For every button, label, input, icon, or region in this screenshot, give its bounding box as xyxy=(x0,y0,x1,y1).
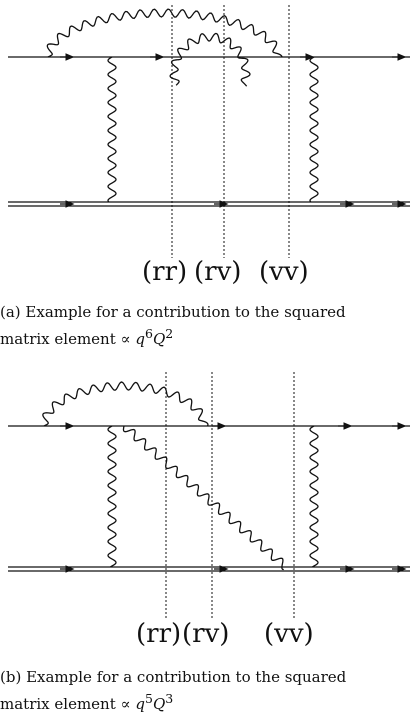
caption-b: (b) Example for a contribution to the sq… xyxy=(0,667,418,715)
caption-a-q: q xyxy=(135,330,146,348)
caption-b-line2: matrix element ∝ q5Q3 xyxy=(0,688,418,715)
caption-a-Q-exp: 2 xyxy=(165,326,174,341)
exchange-photon-a-1 xyxy=(107,56,117,203)
photon-arc-a xyxy=(46,8,283,58)
exchange-photon-b-2 xyxy=(309,425,319,568)
cut-label-vv-a: (vv) xyxy=(259,257,309,287)
photon-arc-b xyxy=(42,381,209,427)
caption-a: (a) Example for a contribution to the sq… xyxy=(0,302,418,350)
caption-b-q: q xyxy=(135,695,146,713)
cut-label-rr-a: (rr) xyxy=(142,257,187,287)
caption-b-q-exp: 5 xyxy=(145,691,153,706)
exchange-photon-b-1 xyxy=(107,425,117,568)
diagonal-photon-b xyxy=(122,425,284,571)
cut-label-rv-b: (rv) xyxy=(182,619,229,649)
caption-b-Q: Q xyxy=(152,695,166,713)
photon-loop-a xyxy=(169,32,251,87)
caption-b-prefix: matrix element ∝ xyxy=(0,695,136,713)
exchange-photon-a-2 xyxy=(309,56,319,203)
caption-a-prefix: matrix element ∝ xyxy=(0,330,136,348)
caption-b-Q-exp: 3 xyxy=(165,691,174,706)
diagram-a xyxy=(8,8,410,208)
diagram-b xyxy=(8,381,410,573)
caption-a-q-exp: 6 xyxy=(145,326,153,341)
caption-b-line1: (b) Example for a contribution to the sq… xyxy=(0,668,347,686)
cut-label-rv-a: (rv) xyxy=(194,257,241,287)
caption-a-line1: (a) Example for a contribution to the sq… xyxy=(0,303,346,321)
caption-a-Q: Q xyxy=(152,330,166,348)
caption-a-line2: matrix element ∝ q6Q2 xyxy=(0,323,418,350)
cut-lines-b xyxy=(165,372,295,618)
cut-label-rr-b: (rr) xyxy=(136,619,181,649)
cut-label-vv-b: (vv) xyxy=(264,619,314,649)
